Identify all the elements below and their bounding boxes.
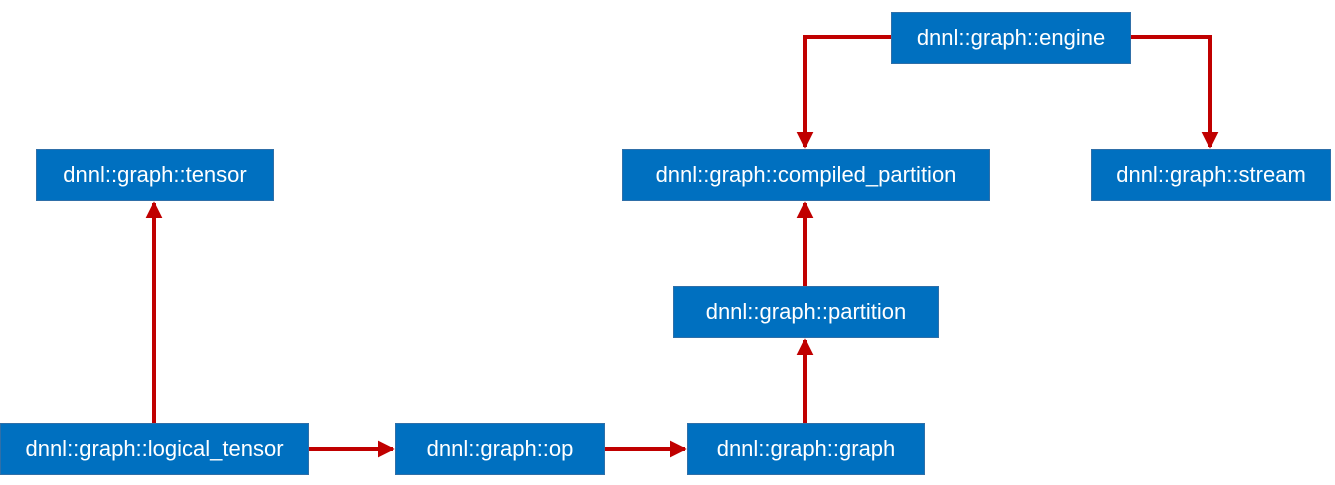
node-compiled-partition: dnnl::graph::compiled_partition — [622, 149, 990, 201]
node-op: dnnl::graph::op — [395, 423, 605, 475]
node-stream: dnnl::graph::stream — [1091, 149, 1331, 201]
node-logical-tensor: dnnl::graph::logical_tensor — [0, 423, 309, 475]
node-engine: dnnl::graph::engine — [891, 12, 1131, 64]
node-graph: dnnl::graph::graph — [687, 423, 925, 475]
node-partition: dnnl::graph::partition — [673, 286, 939, 338]
edge-engine-to-compiled-partition — [796, 35, 891, 149]
node-tensor: dnnl::graph::tensor — [36, 149, 274, 201]
edge-engine-to-stream — [1131, 35, 1219, 149]
